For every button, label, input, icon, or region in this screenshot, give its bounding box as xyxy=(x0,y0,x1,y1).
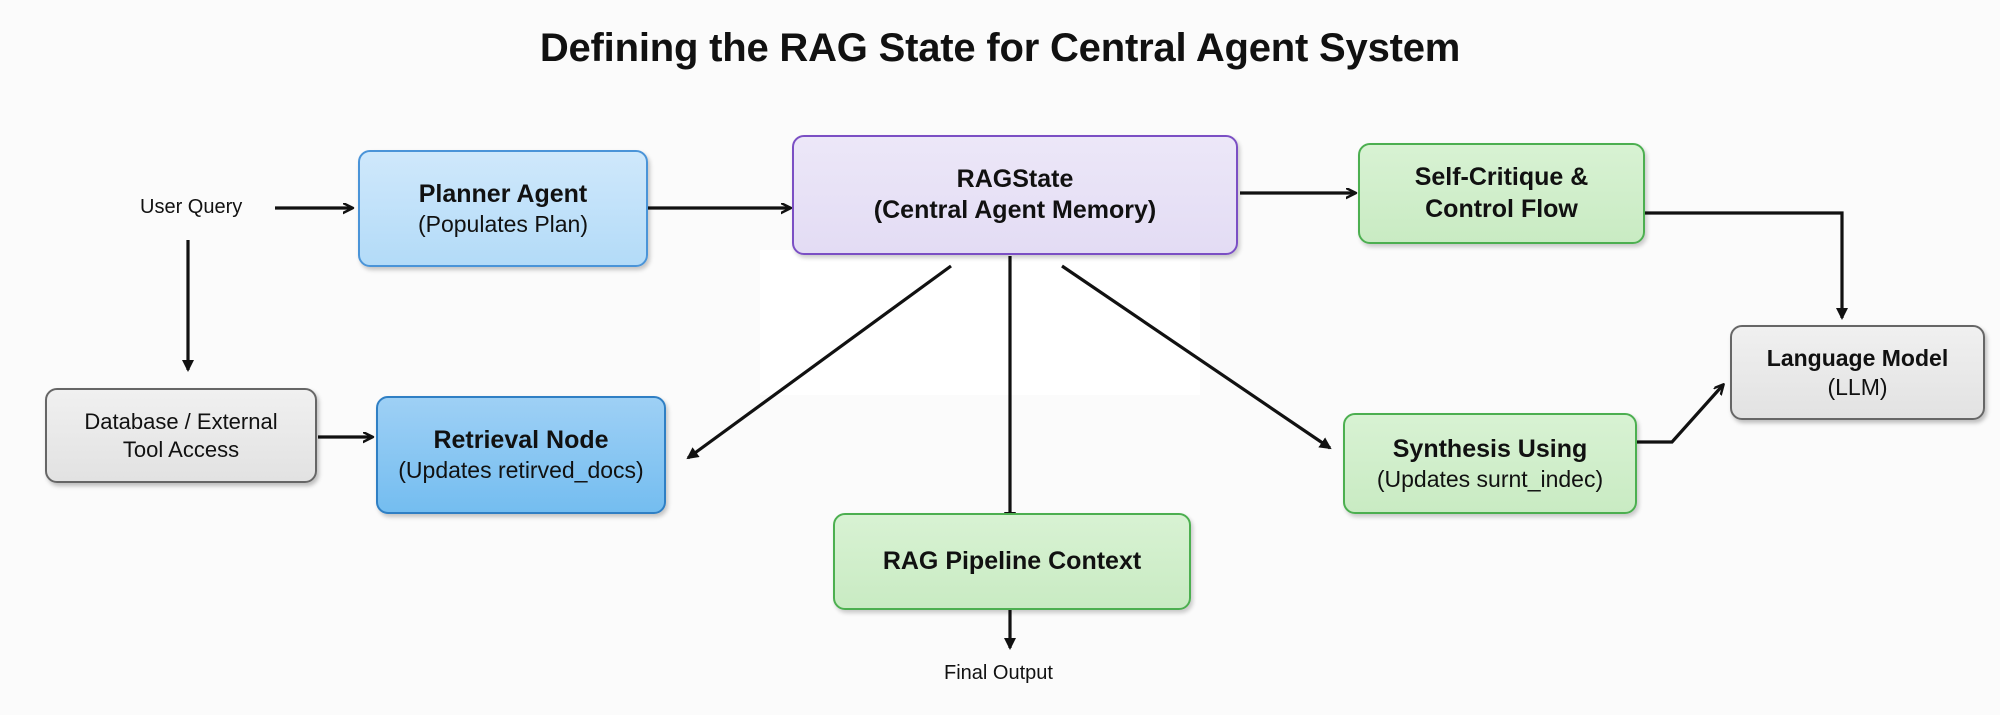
node-self-critique-line1: Self-Critique & xyxy=(1414,163,1589,192)
node-ragstate[interactable]: RAGState (Central Agent Memory) xyxy=(792,135,1238,255)
edge-synthesis-llm xyxy=(1637,385,1723,444)
node-rag-pipeline-context-line1: RAG Pipeline Context xyxy=(882,546,1142,575)
node-retrieval-node-line1: Retrieval Node xyxy=(433,426,609,454)
node-retrieval-node-line2: (Updates retirved_docs) xyxy=(398,457,644,484)
page-title: Defining the RAG State for Central Agent… xyxy=(539,26,1461,70)
node-language-model-line1: Language Model xyxy=(1766,344,1949,371)
final-output-label: Final Output xyxy=(944,662,1053,684)
node-synthesis-line2: (Updates surnt_indec) xyxy=(1376,465,1604,492)
user-query-label: User Query xyxy=(140,196,243,218)
node-retrieval-node[interactable]: Retrieval Node (Updates retirved_docs) xyxy=(376,396,666,514)
node-self-critique-line2: Control Flow xyxy=(1425,194,1578,223)
node-rag-pipeline-context[interactable]: RAG Pipeline Context xyxy=(833,513,1191,610)
node-language-model-line2: (LLM) xyxy=(1827,373,1888,400)
node-planner-agent[interactable]: Planner Agent (Populates Plan) xyxy=(358,150,648,267)
node-planner-agent-line2: (Populates Plan) xyxy=(417,210,589,237)
node-language-model[interactable]: Language Model (LLM) xyxy=(1730,325,1985,420)
node-synthesis[interactable]: Synthesis Using (Updates surnt_indec) xyxy=(1343,413,1637,514)
node-database-external-line1: Database / External xyxy=(84,409,278,434)
node-database-external[interactable]: Database / External Tool Access xyxy=(45,388,317,483)
node-self-critique[interactable]: Self-Critique & Control Flow xyxy=(1358,143,1645,244)
node-synthesis-line1: Synthesis Using xyxy=(1392,434,1588,463)
node-ragstate-line1: RAGState xyxy=(956,164,1074,193)
node-ragstate-line2: (Central Agent Memory) xyxy=(873,196,1157,224)
node-planner-agent-line1: Planner Agent xyxy=(418,179,588,208)
background-tint xyxy=(760,250,1200,395)
edge-selfcritique-llm xyxy=(1645,211,1848,320)
node-database-external-line2: Tool Access xyxy=(122,436,240,462)
